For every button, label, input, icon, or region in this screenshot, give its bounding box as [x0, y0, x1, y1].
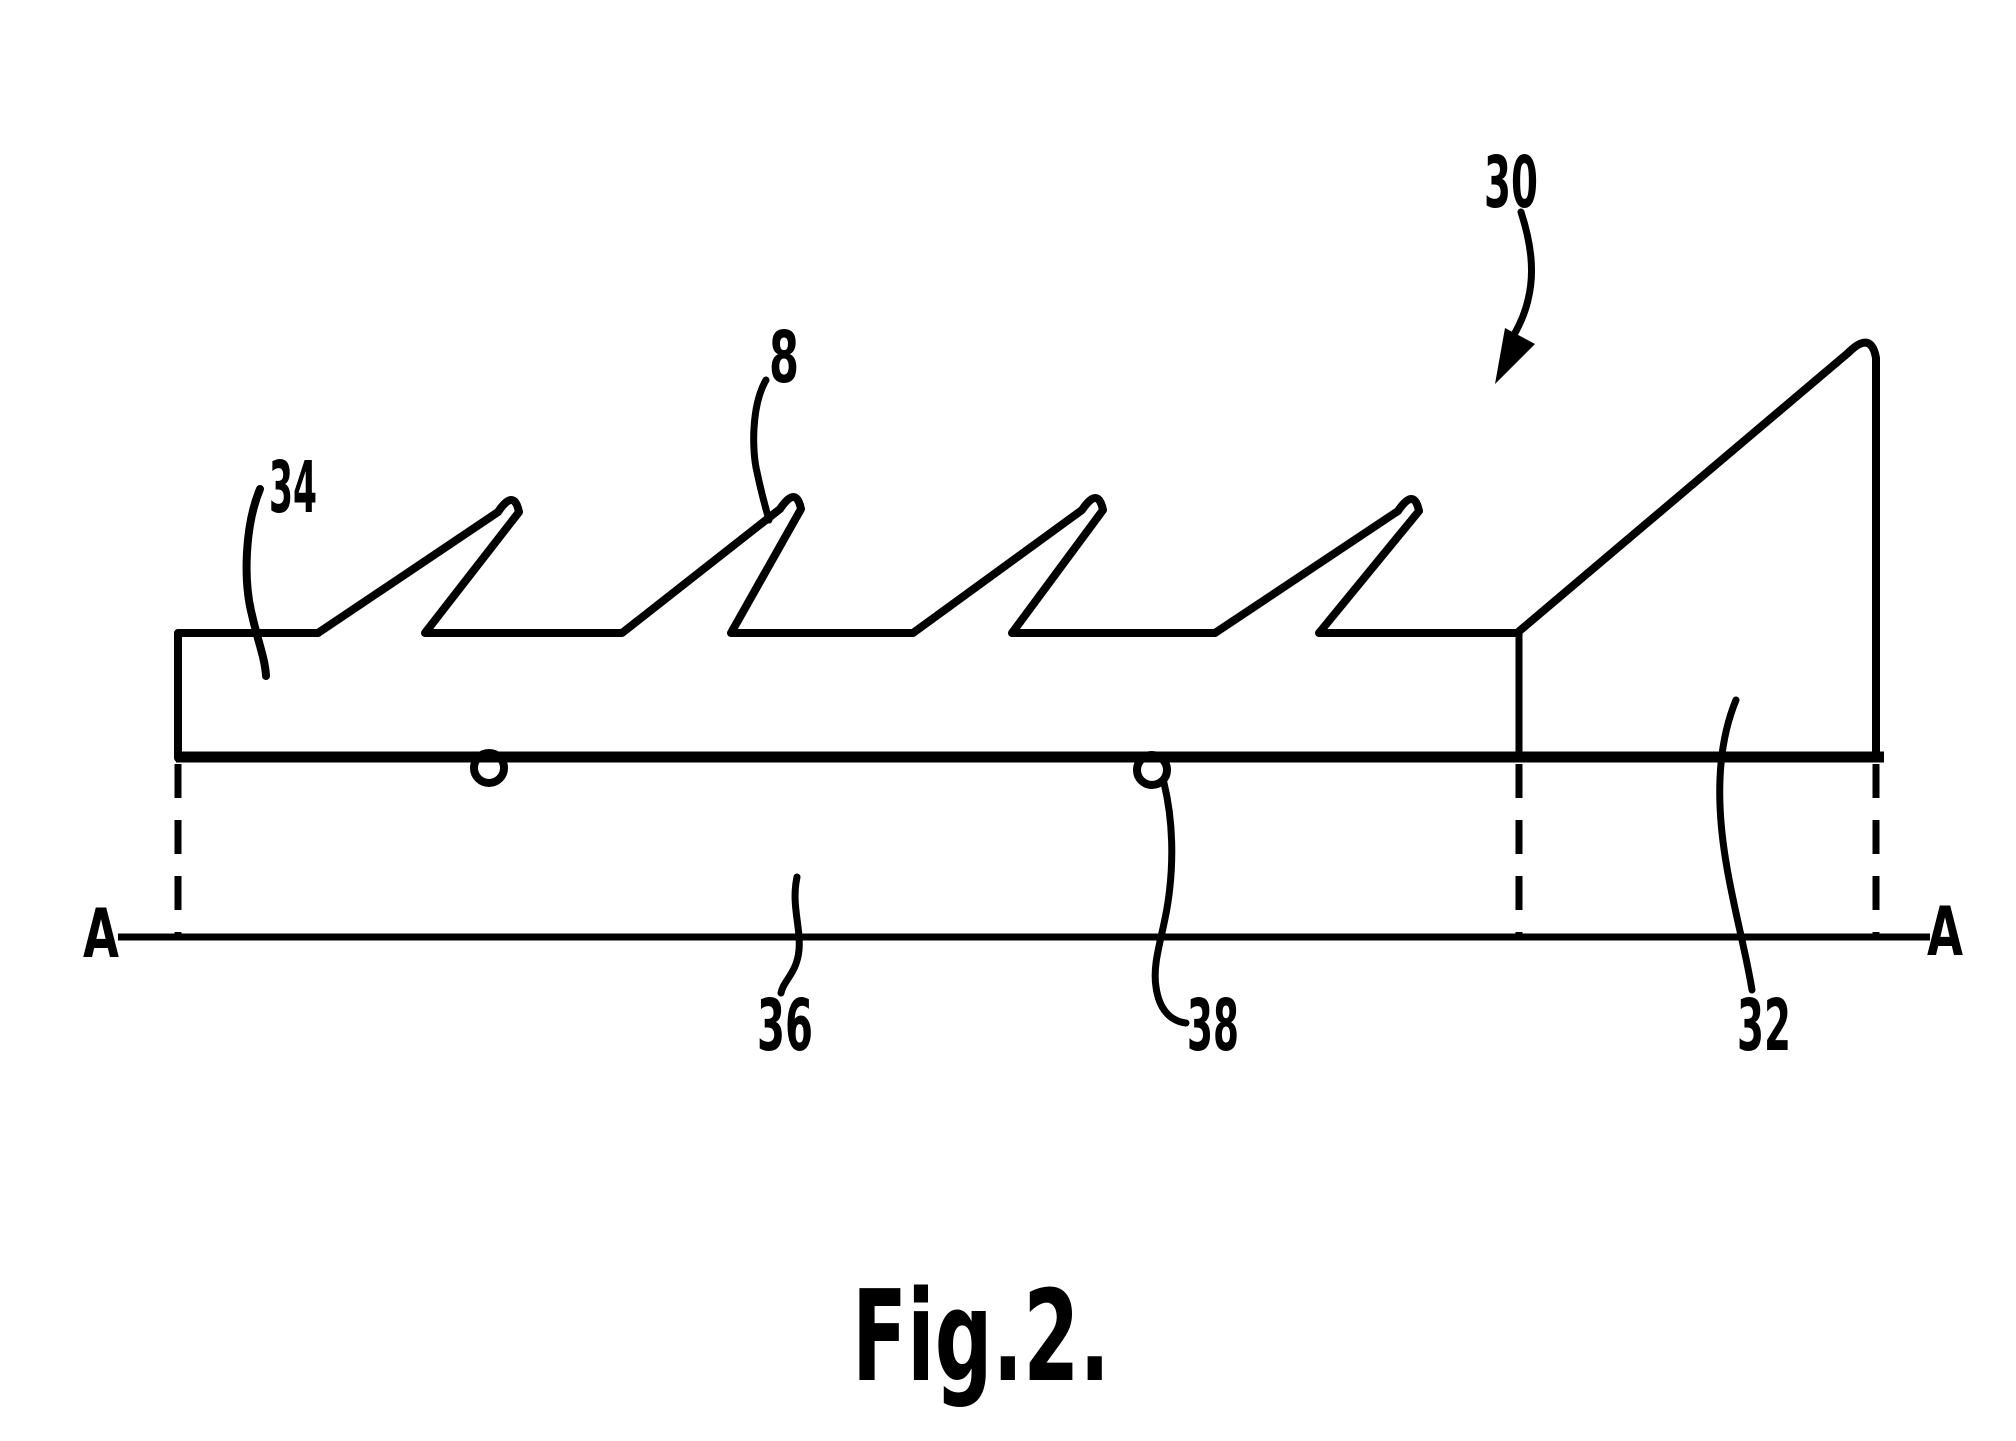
section-letter-left: A	[83, 895, 119, 974]
ref-label-38: 38	[1187, 984, 1239, 1067]
leader-line-30	[1511, 208, 1535, 337]
leader-line-8	[750, 376, 773, 524]
stud-right	[1133, 751, 1171, 789]
leader-line-36	[777, 873, 803, 997]
stud-left	[470, 749, 508, 787]
ref-label-32: 32	[1737, 984, 1791, 1067]
leader-line-32	[1716, 696, 1756, 994]
section-letter-right: A	[1927, 893, 1963, 972]
rail-profile-outline	[174, 338, 1880, 762]
leader-line-38	[1151, 779, 1190, 1027]
ref-label-30: 30	[1484, 141, 1538, 224]
ref-label-8: 8	[769, 316, 799, 399]
ref-label-34: 34	[269, 446, 317, 529]
figure-caption: Fig.2.	[852, 1263, 1110, 1410]
leader-line-34	[242, 485, 270, 680]
ref-label-36: 36	[757, 984, 813, 1067]
arrowhead-30-icon	[1495, 328, 1535, 384]
